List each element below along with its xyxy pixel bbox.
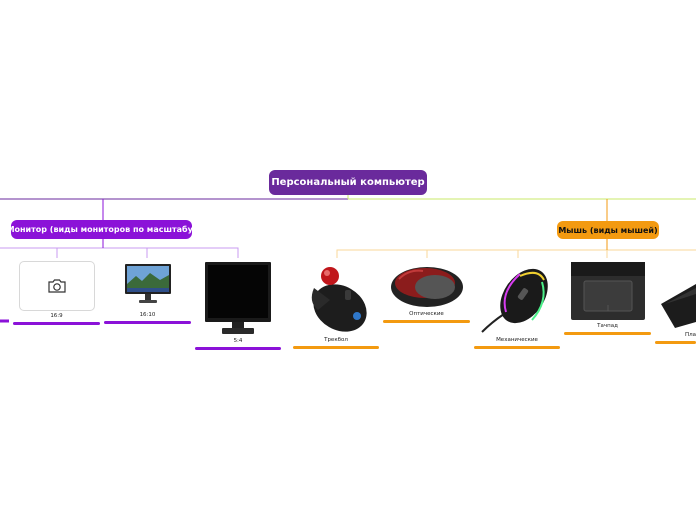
leaf-underline: [564, 332, 651, 335]
optical-mouse-image: [389, 261, 465, 309]
camera-icon: [18, 261, 95, 311]
square-monitor-image: [202, 261, 274, 336]
leaf-caption: Трекбол: [324, 337, 348, 343]
leaf-16-9[interactable]: 16:9: [13, 261, 100, 325]
pad-device-image: [655, 282, 696, 330]
leaf-16-10[interactable]: 16:10: [104, 262, 191, 324]
leaf-5-4[interactable]: 5:4: [195, 261, 281, 350]
leaf-underline: [383, 320, 470, 323]
leaf-pad[interactable]: Пла: [655, 282, 696, 344]
leaf-caption: 16:9: [50, 313, 63, 319]
leaf-underline: [13, 322, 100, 325]
root-node[interactable]: Персональный компьютер: [269, 170, 427, 195]
leaf-underline: [655, 341, 696, 344]
leaf-caption: 5:4: [233, 338, 243, 344]
leaf-underline: [293, 346, 379, 349]
leaf-trackball[interactable]: Трекбол: [293, 262, 379, 349]
leaf-caption: Механические: [496, 337, 538, 343]
leaf-underline: [474, 346, 560, 349]
leaf-caption: Пла: [684, 332, 696, 338]
leaf-caption: 16:10: [139, 312, 156, 318]
leaf-caption: Оптические: [409, 311, 444, 317]
leaf-mechanical[interactable]: Механические: [474, 262, 560, 349]
mouse-node[interactable]: Мышь (виды мышей): [557, 221, 659, 239]
leaf-underline: [104, 321, 191, 324]
leaf-underline: [195, 347, 281, 350]
leaf-optical[interactable]: Оптические: [383, 261, 470, 323]
leaf-touchpad[interactable]: Тачпад: [564, 261, 651, 335]
leaf-caption: Тачпад: [597, 323, 618, 329]
widescreen-monitor-image: [124, 262, 172, 310]
gaming-mouse-image: [480, 262, 554, 335]
touchpad-image: [570, 261, 646, 321]
monitor-node[interactable]: Монитор (виды мониторов по масштабу): [7, 220, 196, 239]
trackball-mouse-image: [300, 262, 372, 335]
